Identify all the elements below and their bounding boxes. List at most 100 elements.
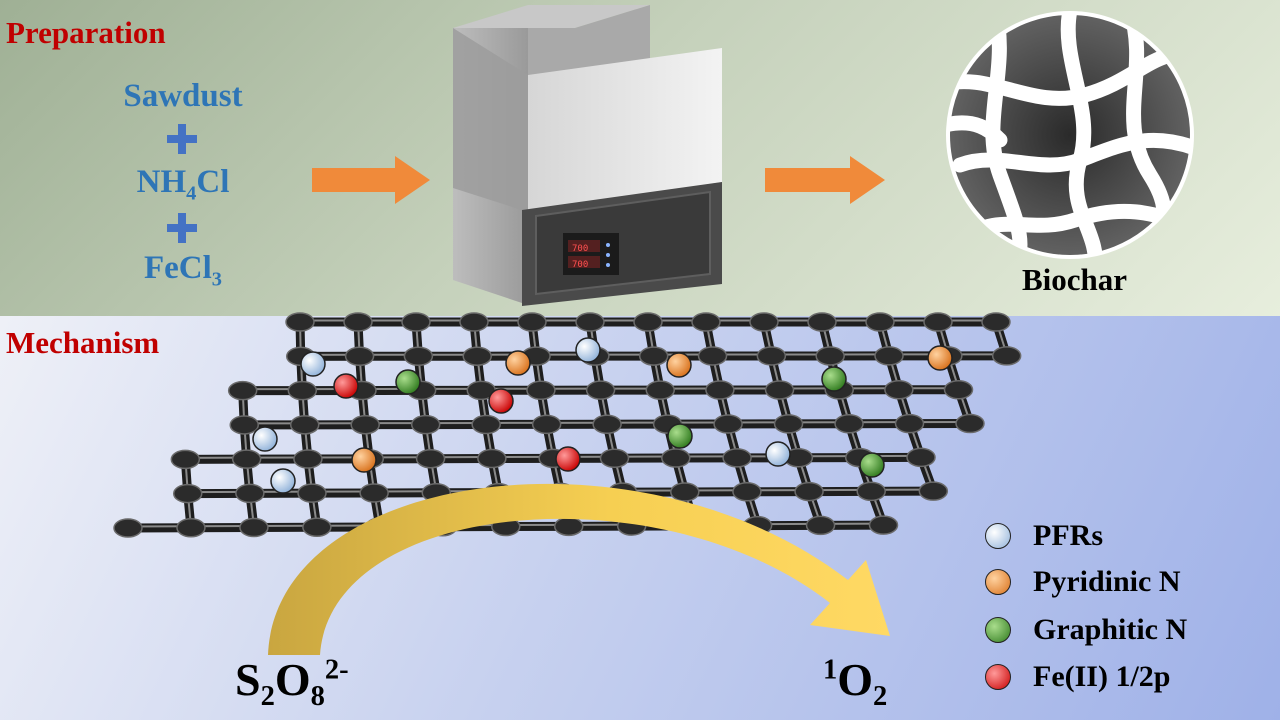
lattice-atom — [227, 380, 258, 401]
lattice-atom — [705, 380, 735, 400]
plus-icon — [167, 124, 197, 154]
lattice-atom — [773, 414, 804, 434]
lattice-atom — [172, 483, 203, 504]
lattice-atom — [906, 447, 936, 468]
biochar-porous-icon — [946, 11, 1194, 259]
lattice-atom — [113, 518, 143, 538]
lattice-atom — [235, 483, 265, 504]
lattice-atom — [289, 415, 320, 435]
reagent-ferric-chloride: FeCl3 — [143, 250, 223, 291]
lattice-atom — [764, 380, 795, 400]
graphitic-n-site — [395, 369, 421, 395]
lattice-atom — [856, 481, 886, 502]
legend-item-pyridinic-n: Pyridinic N — [985, 564, 1181, 600]
biochar-label: Biochar — [1022, 262, 1128, 297]
reagent-ammonium-chloride: NH4Cl — [136, 164, 230, 205]
lattice-atom — [350, 414, 380, 435]
lattice-atom — [592, 414, 622, 434]
lattice-atom — [633, 312, 663, 332]
graphene-lattice — [113, 312, 1022, 538]
pyridinic-n-dot-icon — [985, 569, 1011, 595]
preparation-title: Preparation — [6, 15, 166, 50]
lattice-atom — [176, 518, 206, 538]
lattice-atom — [874, 346, 904, 366]
pyridinic-n-site — [666, 352, 692, 378]
lattice-atom — [638, 346, 669, 366]
lattice-atom — [585, 380, 616, 400]
reactant-persulfate-label: S2O82- — [235, 654, 349, 713]
lattice-atom — [865, 312, 895, 332]
furnace-icon: 700 700 — [453, 5, 722, 306]
pfrs-site — [575, 337, 601, 363]
lattice-atom — [794, 481, 824, 502]
lattice-atom — [955, 413, 985, 434]
lattice-atom — [943, 379, 974, 400]
mechanism-title: Mechanism — [6, 325, 160, 360]
lattice-atom — [403, 346, 434, 366]
lattice-atom — [661, 448, 691, 468]
lattice-atom — [170, 449, 201, 470]
lattice-atom — [553, 516, 584, 537]
lattice-atom — [697, 346, 728, 366]
lattice-atom — [410, 414, 441, 435]
lattice-atom — [834, 413, 864, 434]
lattice-atom — [293, 449, 323, 469]
fe-ii-site — [555, 446, 581, 472]
product-singlet-oxygen-label: 1O2 — [823, 654, 888, 713]
fe-ii-dot-icon — [985, 664, 1011, 690]
graphitic-n-dot-icon — [985, 617, 1011, 643]
lattice-atom — [894, 413, 925, 434]
furnace-display-bottom: 700 — [572, 260, 588, 270]
lattice-atom — [231, 449, 262, 469]
lattice-atom — [868, 515, 899, 535]
pfrs-site — [300, 351, 326, 377]
lattice-atom — [713, 414, 743, 434]
lattice-atom — [239, 517, 269, 538]
lattice-atom — [981, 312, 1011, 332]
lattice-atom — [287, 380, 318, 401]
lattice-atom — [459, 312, 489, 332]
pfrs-site — [252, 426, 278, 452]
lattice-atom — [918, 481, 949, 501]
lattice-atom — [462, 346, 492, 366]
legend-item-pfrs: PFRs — [985, 518, 1103, 554]
lattice-atom — [815, 346, 845, 366]
plus-icon — [167, 213, 197, 243]
lattice-atom — [884, 380, 914, 400]
lattice-atom — [285, 312, 315, 332]
lattice-atom — [670, 482, 700, 502]
lattice-atom — [923, 312, 953, 332]
lattice-atom — [297, 483, 327, 503]
graphitic-n-site — [667, 423, 693, 449]
lattice-atom — [344, 346, 375, 367]
lattice-atom — [807, 312, 837, 332]
lattice-atom — [526, 380, 556, 401]
legend-item-fe-ii: Fe(II) 1/2p — [985, 659, 1171, 695]
graphitic-n-site — [859, 452, 885, 478]
lattice-atom — [722, 448, 752, 468]
lattice-atom — [575, 312, 605, 332]
lattice-atom — [991, 346, 1022, 366]
furnace-display-top: 700 — [572, 244, 588, 254]
pfrs-site — [270, 468, 296, 494]
lattice-atom — [229, 415, 259, 435]
reaction-arrow — [268, 483, 890, 655]
dopant-sites — [252, 337, 953, 494]
lattice-atom — [691, 312, 721, 332]
lattice-atom — [732, 482, 762, 502]
arrow-to-biochar — [765, 156, 885, 204]
pfrs-site — [765, 441, 791, 467]
fe-ii-site — [488, 388, 514, 414]
lattice-atom — [471, 414, 501, 435]
lattice-atom — [343, 312, 373, 332]
lattice-atom — [599, 448, 630, 468]
lattice-atom — [517, 312, 547, 332]
lattice-atom — [805, 515, 836, 536]
pfrs-dot-icon — [985, 523, 1011, 549]
lattice-atom — [302, 517, 332, 538]
legend-item-graphitic-n: Graphitic N — [985, 612, 1187, 648]
pyridinic-n-site — [505, 350, 531, 376]
lattice-atom — [645, 380, 675, 400]
